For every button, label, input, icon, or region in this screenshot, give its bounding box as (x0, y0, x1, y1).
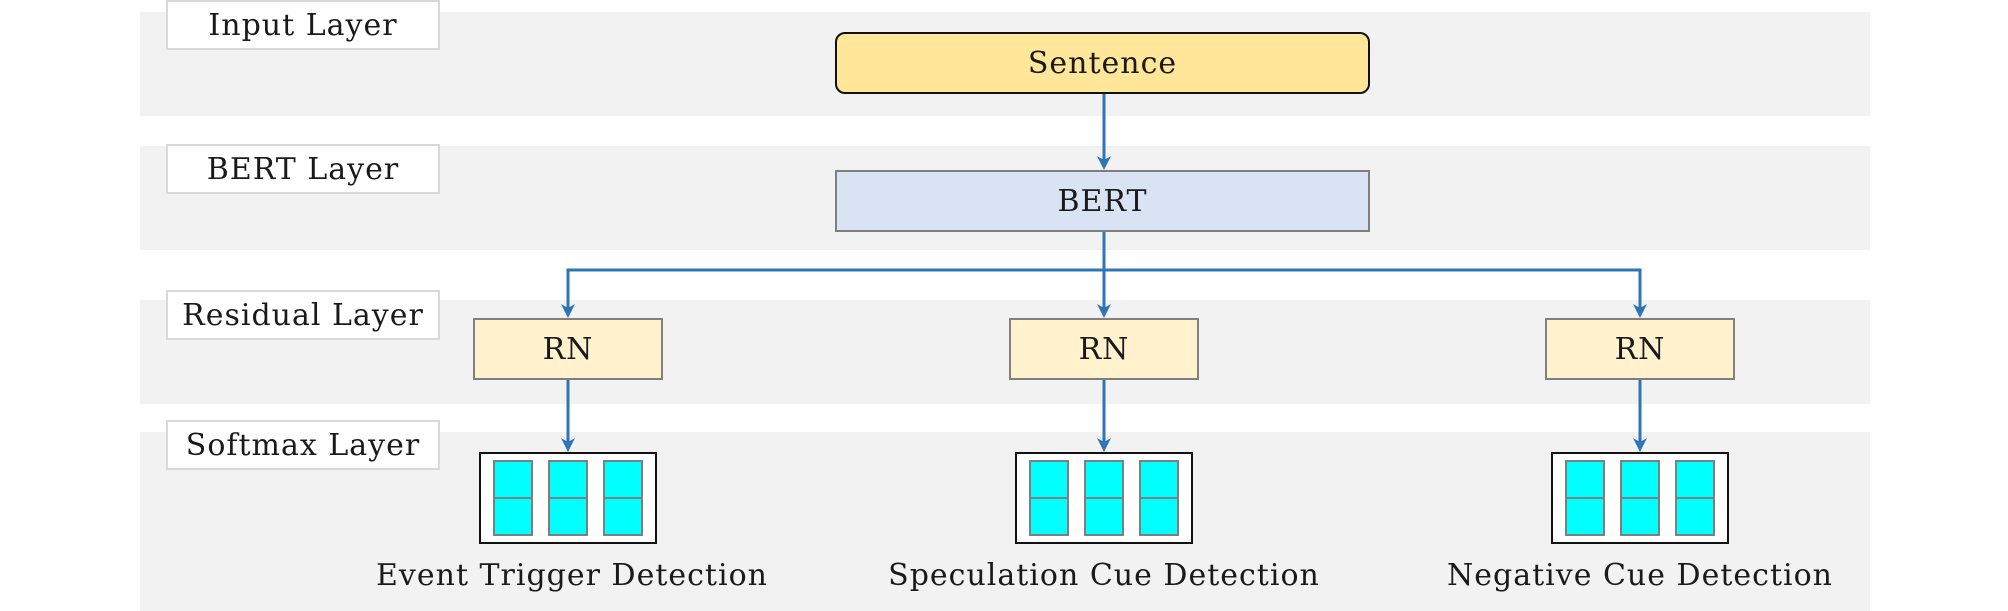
softmax-cell-column (1675, 460, 1715, 536)
softmax-cell (548, 499, 588, 536)
softmax-cell-column (1565, 460, 1605, 536)
softmax-cell (1084, 499, 1124, 536)
softmax-cell (603, 499, 643, 536)
softmax-cell (1139, 499, 1179, 536)
arrow-bert-to-rn-left (561, 268, 1104, 318)
softmax-block-right (1551, 452, 1729, 544)
softmax-cell (1565, 460, 1605, 499)
softmax-cell (1084, 460, 1124, 499)
layer-label-bert: BERT Layer (166, 144, 440, 194)
softmax-cell (1139, 460, 1179, 499)
bert-node: BERT (835, 170, 1370, 232)
softmax-cell (1029, 460, 1069, 499)
softmax-cell-column (548, 460, 588, 536)
softmax-cell-column (1139, 460, 1179, 536)
rn-node-middle: RN (1009, 318, 1199, 380)
softmax-cell (1565, 499, 1605, 536)
softmax-cell (1620, 460, 1660, 499)
softmax-cell-column (1084, 460, 1124, 536)
layer-label-input: Input Layer (166, 0, 440, 50)
softmax-cell (548, 460, 588, 499)
softmax-cell (1029, 499, 1069, 536)
softmax-cell (1620, 499, 1660, 536)
softmax-block-middle (1015, 452, 1193, 544)
softmax-cell (1675, 460, 1715, 499)
arrow-bert-to-rn-right (1104, 268, 1647, 318)
softmax-cell-column (603, 460, 643, 536)
softmax-block-left (479, 452, 657, 544)
softmax-cell (493, 460, 533, 499)
layer-label-residual: Residual Layer (166, 290, 440, 340)
softmax-cell (1675, 499, 1715, 536)
task-label-event-trigger: Event Trigger Detection (376, 558, 768, 593)
rn-node-left: RN (473, 318, 663, 380)
rn-node-right: RN (1545, 318, 1735, 380)
softmax-cell-column (1620, 460, 1660, 536)
softmax-cell (493, 499, 533, 536)
softmax-cell-column (493, 460, 533, 536)
task-label-speculation-cue: Speculation Cue Detection (888, 558, 1320, 593)
task-label-negative-cue: Negative Cue Detection (1447, 558, 1833, 593)
layer-label-softmax: Softmax Layer (166, 420, 440, 470)
sentence-node: Sentence (835, 32, 1370, 94)
softmax-cell (603, 460, 643, 499)
softmax-cell-column (1029, 460, 1069, 536)
